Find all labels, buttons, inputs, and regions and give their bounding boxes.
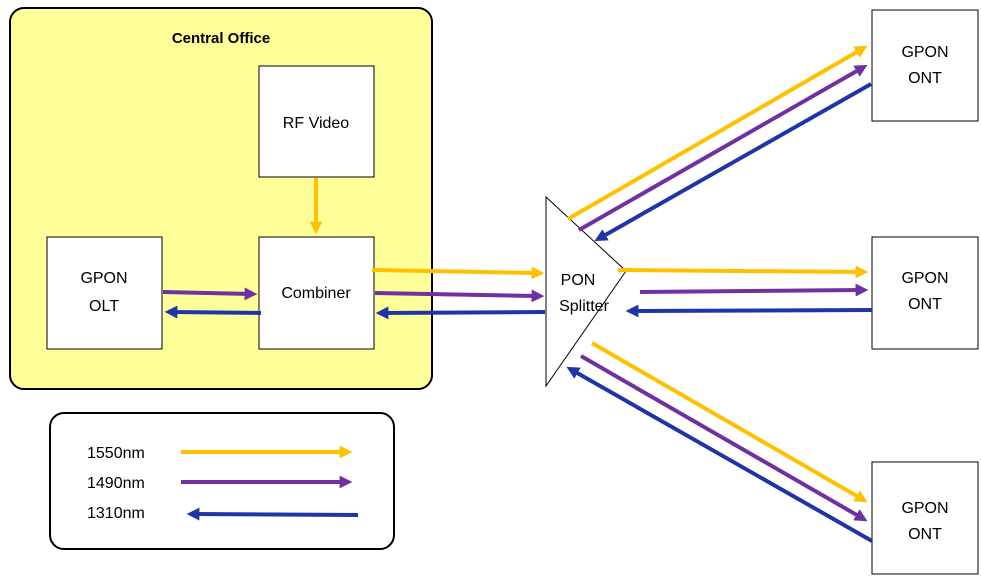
combiner-label: Combiner	[281, 285, 351, 302]
arrow-ont-middle-to-splitter-1310	[625, 304, 873, 318]
arrow-splitter-to-ont-middle-1490	[639, 283, 869, 297]
gpon-ont-middle-line2: ONT	[908, 296, 942, 313]
arrow-combiner-to-olt-1310	[164, 305, 262, 319]
gpon-ont-box-bottom	[871, 461, 979, 575]
gpon-ont-middle-line1: GPON	[901, 270, 948, 287]
arrow-splitter-to-ont-top-1550	[566, 45, 868, 221]
gpon-ont-box-middle	[871, 236, 979, 350]
pon-splitter-triangle	[545, 195, 627, 388]
legend-arrow-1310	[186, 507, 359, 521]
arrow-splitter-to-ont-middle-1550	[617, 265, 869, 279]
pon-splitter-label-line2: Splitter	[559, 298, 609, 315]
arrow-splitter-to-ont-top-1490	[578, 64, 868, 232]
rf-video-label: RF Video	[283, 115, 350, 132]
arrow-ont-bottom-to-splitter-1310	[566, 366, 873, 543]
gpon-olt-label-line1: GPON	[80, 270, 127, 287]
legend-label-1310: 1310nm	[87, 505, 145, 522]
arrow-splitter-to-ont-bottom-1550	[590, 341, 868, 503]
arrow-splitter-to-ont-bottom-1490	[580, 354, 868, 522]
legend-label-1550: 1550nm	[87, 445, 145, 462]
gpon-ont-bottom-line1: GPON	[901, 500, 948, 517]
arrow-combiner-to-splitter-1490	[374, 289, 545, 303]
central-office-title: Central Office	[172, 30, 270, 47]
arrow-ont-top-to-splitter-1310	[594, 82, 872, 242]
arrow-splitter-to-combiner-1310	[375, 306, 546, 320]
gpon-ont-bottom-line2: ONT	[908, 526, 942, 543]
gpon-olt-box	[46, 236, 163, 350]
gpon-ont-box-top	[871, 9, 979, 122]
combiner-box	[258, 236, 375, 350]
rf-video-box	[258, 65, 375, 178]
pon-splitter-label-line1: PON	[561, 272, 596, 289]
gpon-ont-top-line2: ONT	[908, 70, 942, 87]
arrow-olt-to-combiner-1490	[162, 287, 258, 301]
arrow-combiner-to-splitter-1550	[371, 266, 545, 280]
legend-label-1490: 1490nm	[87, 475, 145, 492]
gpon-olt-label-line2: OLT	[89, 298, 119, 315]
gpon-ont-top-line1: GPON	[901, 44, 948, 61]
